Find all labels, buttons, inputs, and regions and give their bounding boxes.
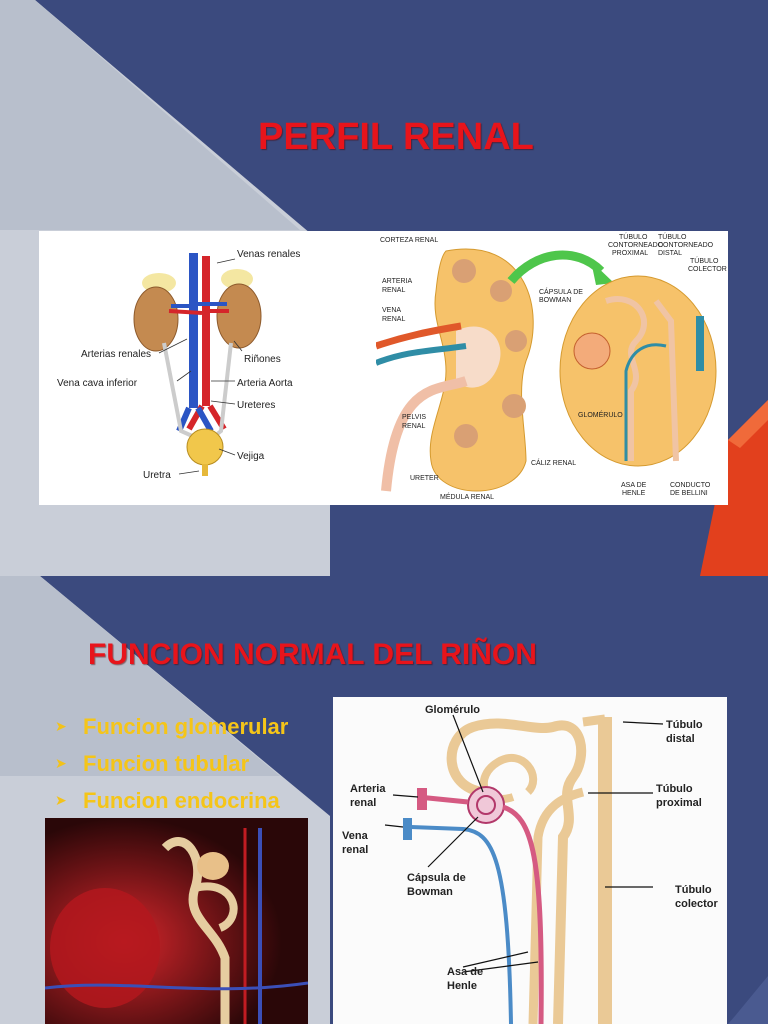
label-tcd-1: TÚBULO	[658, 232, 687, 241]
label-rinones: Riñones	[244, 354, 281, 365]
bullet-text: Funcion tubular	[83, 750, 250, 776]
label-glomerulo: Glomérulo	[425, 704, 480, 716]
label-vena-renal-2: RENAL	[382, 316, 405, 323]
label-conducto-1: CONDUCTO	[670, 482, 711, 489]
label-tubulo-proximal-2: proximal	[656, 797, 702, 809]
label-arterias-renales: Arterias renales	[81, 349, 151, 360]
label-tcp-1: TÚBULO	[619, 232, 648, 241]
label-asa-henle-2: Henle	[447, 980, 477, 992]
label-tubulo-colector-1: Túbulo	[675, 884, 712, 896]
label-tc-1: TÚBULO	[690, 256, 719, 265]
arrow-bullet-icon: ➤	[55, 792, 67, 808]
label-arteria-renal-1: ARTERIA	[382, 278, 413, 285]
label-arteria-renal-2: RENAL	[382, 287, 405, 294]
label-arteria-renal-2: renal	[350, 797, 376, 809]
arrow-bullet-icon: ➤	[55, 718, 67, 734]
label-ureteres: Ureteres	[237, 400, 275, 411]
label-asa-henle-1: Asa de	[447, 966, 483, 978]
label-tcp-2: CONTORNEADO	[608, 242, 664, 249]
nephron-render-image	[44, 818, 309, 1024]
label-tcd-2: CONTORNEADO	[658, 242, 714, 249]
bullet-text: Funcion endocrina	[83, 787, 280, 813]
label-glomerulo: GLOMÉRULO	[578, 410, 623, 419]
label-corteza-renal: CORTEZA RENAL	[380, 237, 438, 244]
label-capsula-bowman-1: Cápsula de	[407, 872, 466, 884]
label-uretra: Uretra	[143, 470, 171, 481]
label-tubulo-distal-1: Túbulo	[666, 719, 703, 731]
label-capsula-bowman-2: Bowman	[407, 886, 453, 898]
label-medula-renal: MÉDULA RENAL	[440, 492, 494, 501]
label-capsula-2: BOWMAN	[539, 297, 571, 304]
kidney-section-illustration: CORTEZA RENAL ARTERIA RENAL VENA RENAL P…	[374, 232, 727, 501]
label-capsula-1: CÁPSULA DE	[539, 287, 583, 296]
label-venas-renales: Venas renales	[237, 249, 300, 260]
label-vejiga: Vejiga	[237, 451, 265, 462]
kidney-nephron-diagram: CORTEZA RENAL ARTERIA RENAL VENA RENAL P…	[374, 231, 728, 505]
slide-funcion-normal: FUNCION NORMAL DEL RIÑON ➤ Funcion glomer…	[0, 576, 768, 1024]
slide-title: FUNCION NORMAL DEL RIÑON	[88, 638, 537, 671]
label-vena-renal-2: renal	[342, 844, 368, 856]
label-vena-renal-1: Vena	[342, 830, 369, 842]
label-pelvis-renal-2: RENAL	[402, 423, 425, 430]
label-asa-1: ASA DE	[621, 482, 647, 489]
slide-perfil-renal: PERFIL RENAL Venas re	[0, 0, 768, 576]
label-tubulo-distal-2: distal	[666, 733, 695, 745]
label-tubulo-proximal-1: Túbulo	[656, 783, 693, 795]
label-arteria-renal-1: Arteria	[350, 783, 386, 795]
function-list: ➤ Funcion glomerular ➤ Funcion tubular ➤ Fu…	[55, 708, 288, 819]
list-item: ➤ Funcion endocrina	[55, 782, 288, 819]
label-tcp-3: PROXIMAL	[612, 250, 648, 257]
nephron-detail-diagram: Glomérulo Túbulo distal Arteria renal Tú…	[333, 697, 727, 1024]
label-tcd-3: DISTAL	[658, 250, 682, 257]
arrow-bullet-icon: ➤	[55, 755, 67, 771]
label-tc-2: COLECTOR	[688, 266, 727, 273]
label-pelvis-renal-1: PELVIS	[402, 414, 426, 421]
accent-shape	[700, 400, 768, 576]
list-item: ➤ Funcion glomerular	[55, 708, 288, 745]
label-arteria-aorta: Arteria Aorta	[237, 378, 293, 389]
label-asa-2: HENLE	[622, 490, 646, 497]
label-tubulo-colector-2: colector	[675, 898, 719, 910]
nephron-render-illustration	[44, 818, 309, 1024]
nephron-detail-illustration: Glomérulo Túbulo distal Arteria renal Tú…	[342, 704, 719, 1024]
list-item: ➤ Funcion tubular	[55, 745, 288, 782]
urinary-system-diagram: Venas renales Arterias renales Riñones V…	[39, 231, 376, 505]
bullet-text: Funcion glomerular	[83, 713, 289, 739]
label-vena-renal-1: VENA	[382, 307, 401, 314]
label-ureter: URETER	[410, 475, 439, 482]
label-conducto-2: DE BELLINI	[670, 490, 708, 497]
label-vena-cava-inferior: Vena cava inferior	[57, 378, 138, 389]
urinary-system-illustration: Venas renales Arterias renales Riñones V…	[57, 249, 300, 481]
slide-title: PERFIL RENAL	[258, 116, 534, 158]
label-caliz-renal: CÁLIZ RENAL	[531, 458, 576, 467]
